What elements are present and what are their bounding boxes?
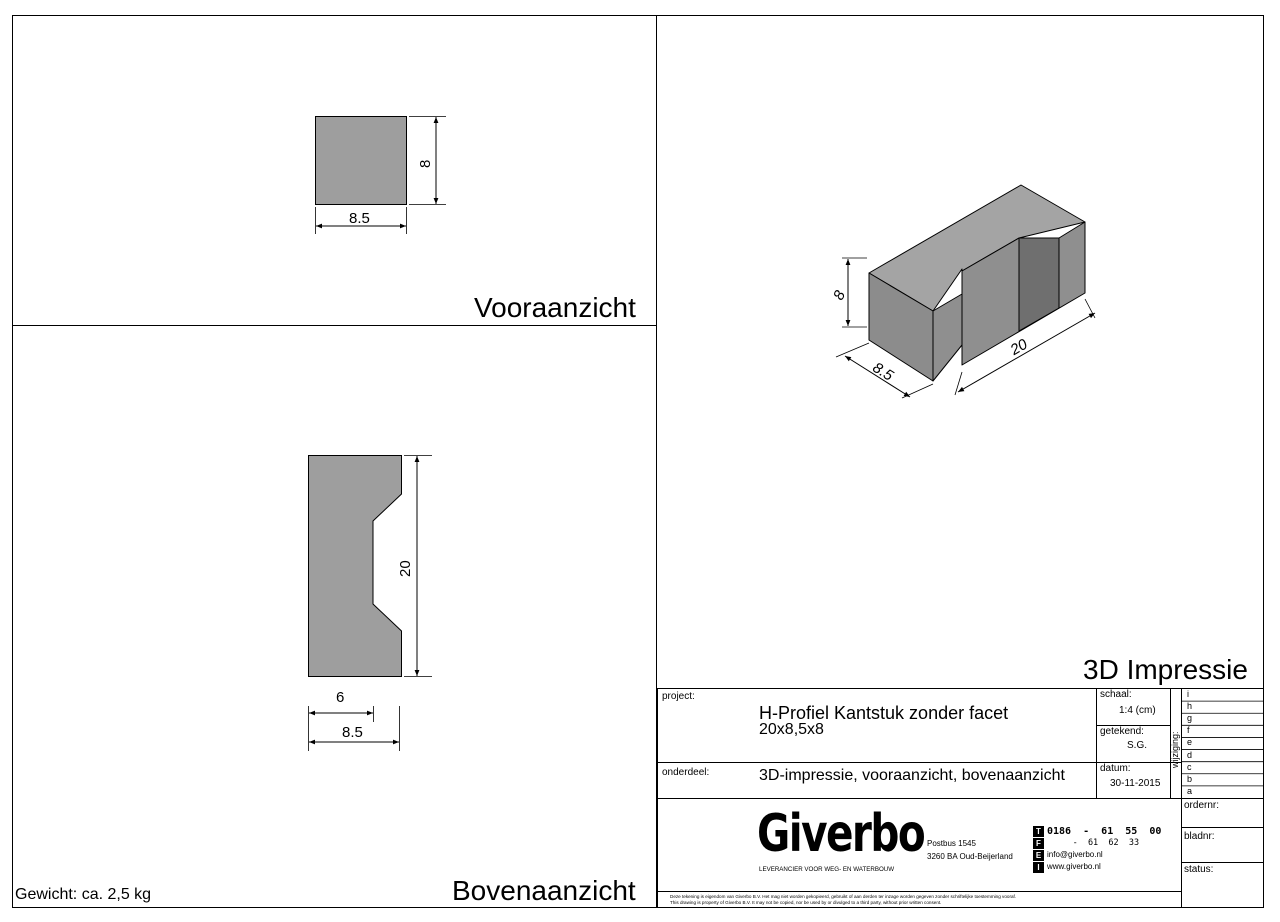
title-block-frame	[657, 688, 1264, 908]
front-view	[315, 116, 446, 234]
wijziging-label: wijziging:	[1170, 731, 1180, 768]
weight-label: Gewicht: ca. 2,5 kg	[15, 886, 152, 903]
top-inner-width-label: 6	[336, 689, 345, 706]
email-icon: E	[1033, 850, 1044, 861]
iso-length-dimension	[957, 312, 1096, 393]
front-view-title: Vooraanzicht	[474, 292, 636, 323]
phone-icon: T	[1033, 826, 1044, 837]
top-view	[308, 455, 432, 751]
company-address-1: Postbus 1545	[927, 839, 976, 848]
top-length-label: 20	[397, 560, 414, 577]
bladnr-label: bladnr:	[1184, 831, 1215, 842]
getekend-value: S.G.	[1127, 740, 1148, 751]
revision-letter: h	[1187, 701, 1193, 712]
onderdeel-value: 3D-impressie, vooraanzicht, bovenaanzich…	[759, 767, 1065, 784]
revision-letter: b	[1187, 773, 1193, 784]
project-label: project:	[662, 691, 695, 702]
revision-letter: d	[1187, 749, 1193, 760]
company-phone: 0186 - 61 55 00	[1047, 826, 1162, 837]
iso-width-dimension	[844, 355, 911, 398]
company-tagline: LEVERANCIER VOOR WEG- EN WATERBOUW	[759, 866, 895, 873]
front-view-shape	[315, 116, 407, 205]
company-address-2: 3260 BA Oud-Beijerland	[927, 852, 1013, 861]
ordernr-label: ordernr:	[1184, 800, 1220, 811]
schaal-value: 1:4 (cm)	[1119, 705, 1156, 716]
revision-letter: c	[1187, 761, 1192, 772]
fax-icon: F	[1033, 838, 1044, 849]
top-view-title: Bovenaanzicht	[452, 875, 636, 906]
revision-letter: a	[1187, 785, 1193, 796]
revision-letter: g	[1187, 713, 1193, 724]
company-email[interactable]: info@giverbo.nl	[1047, 850, 1103, 859]
web-icon: I	[1033, 862, 1044, 873]
disclaimer-nl: Deze tekening is eigendom van Giverbo B.…	[670, 894, 1017, 899]
company-website[interactable]: www.giverbo.nl	[1047, 862, 1101, 871]
disclaimer-en: This drawing is property of Giverbo B.V.…	[670, 900, 942, 905]
company-fax: - 61 62 33	[1047, 838, 1140, 848]
datum-value: 30-11-2015	[1110, 778, 1161, 789]
front-width-label: 8.5	[349, 210, 370, 227]
getekend-label: getekend:	[1100, 726, 1144, 737]
top-view-shape	[308, 455, 402, 677]
project-size: 20x8,5x8	[759, 721, 824, 738]
iso-view	[835, 184, 1096, 399]
onderdeel-label: onderdeel:	[662, 767, 710, 778]
company-logo: Giverbo	[757, 804, 926, 864]
project-name: H-Profiel Kantstuk zonder facet	[759, 703, 1009, 723]
datum-label: datum:	[1100, 763, 1131, 774]
revision-letter: e	[1187, 737, 1193, 748]
schaal-label: schaal:	[1100, 689, 1132, 700]
top-width-label: 8.5	[342, 724, 363, 741]
revision-letter: i	[1187, 689, 1189, 699]
status-label: status:	[1184, 864, 1214, 875]
front-height-label: 8	[417, 159, 434, 168]
sheet-border	[12, 15, 1264, 908]
iso-view-title: 3D Impressie	[1083, 654, 1248, 685]
revision-grid	[1181, 700, 1264, 787]
iso-recess-shadow	[1018, 237, 1060, 332]
revision-letter: f	[1187, 725, 1190, 736]
